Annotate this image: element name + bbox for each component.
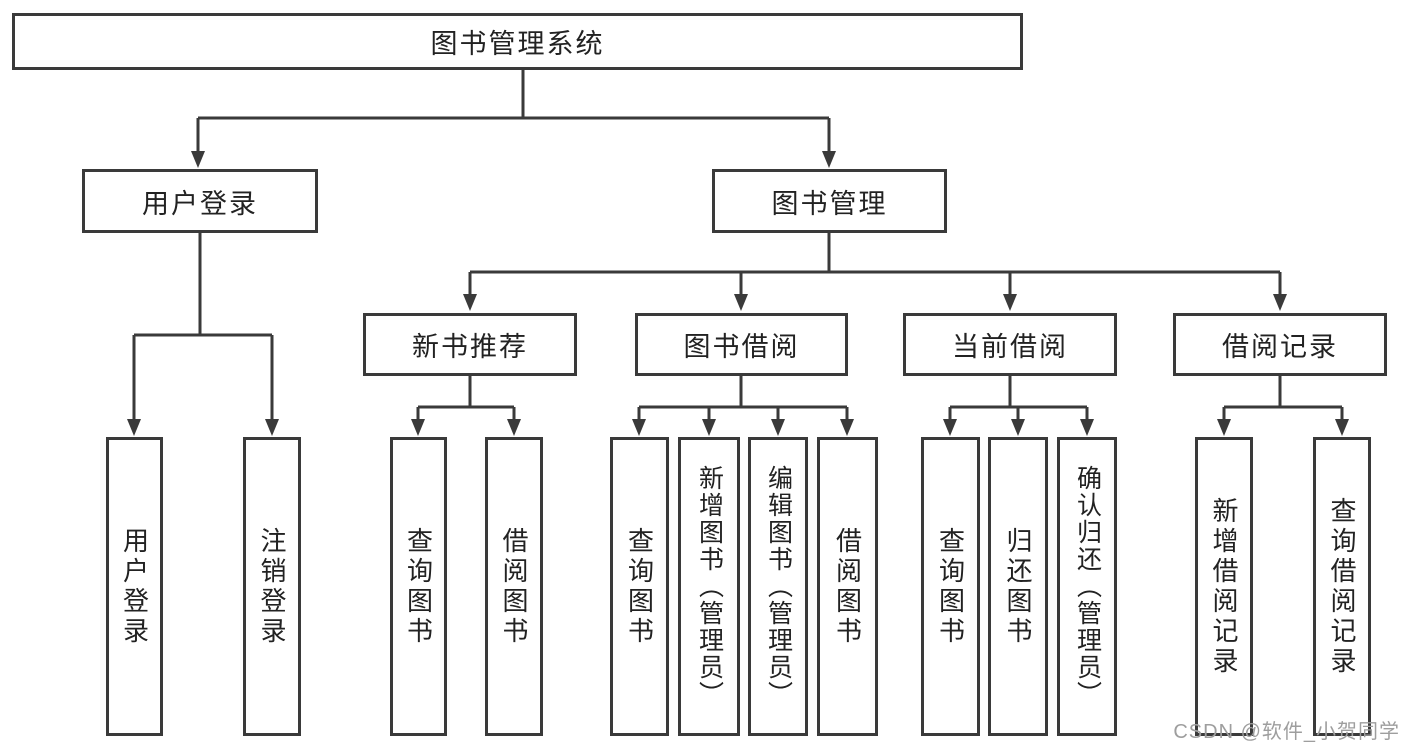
arrowheads	[127, 151, 1349, 436]
node-label: 借阅图书	[832, 526, 863, 647]
node-label: 当前借阅	[952, 332, 1068, 362]
node-add-books-admin: 新增图书（管理员）	[678, 437, 740, 736]
node-label: 查询图书	[935, 526, 966, 647]
node-logout: 注销登录	[243, 437, 301, 736]
node-label: 借阅图书	[499, 526, 529, 647]
node-label: 确认归还（管理员）	[1073, 465, 1102, 708]
node-query-books: 查询图书	[610, 437, 669, 736]
node-return-books: 归还图书	[988, 437, 1048, 736]
csdn-watermark: CSDN @软件_小贺同学	[1173, 721, 1400, 743]
node-label: 新书推荐	[412, 332, 528, 362]
node-borrowing-records: 借阅记录	[1173, 313, 1387, 376]
node-confirm-return-admin: 确认归还（管理员）	[1057, 437, 1117, 736]
node-user-login: 用户登录	[106, 437, 163, 736]
node-label: 归还图书	[1003, 526, 1033, 647]
node-label: 用户登录	[119, 526, 150, 647]
node-label: 编辑图书（管理员）	[764, 465, 793, 708]
node-label: 查询图书	[403, 526, 434, 647]
node-label: 查询图书	[624, 526, 655, 647]
node-label: 新增借阅记录	[1209, 496, 1239, 677]
node-label: 图书管理	[771, 188, 888, 219]
node-label: 注销登录	[257, 526, 287, 647]
node-label: 图书管理系统	[430, 29, 605, 59]
node-edit-books-admin: 编辑图书（管理员）	[748, 437, 808, 736]
node-book-borrowing: 图书借阅	[635, 313, 848, 376]
node-borrow-books: 借阅图书	[485, 437, 543, 736]
node-system-root: 图书管理系统	[12, 13, 1023, 70]
node-borrow-books: 借阅图书	[817, 437, 878, 736]
node-label: 查询借阅记录	[1327, 496, 1357, 677]
node-label: 借阅记录	[1222, 332, 1338, 362]
node-label: 新增图书（管理员）	[695, 465, 724, 708]
node-current-borrowing: 当前借阅	[903, 313, 1117, 376]
node-new-book-recommendation: 新书推荐	[363, 313, 577, 376]
node-user-login-module: 用户登录	[82, 169, 318, 233]
node-query-books: 查询图书	[921, 437, 980, 736]
node-book-management-module: 图书管理	[712, 169, 947, 233]
node-label: 用户登录	[142, 188, 258, 219]
node-query-borrow-record: 查询借阅记录	[1313, 437, 1371, 736]
node-add-borrow-record: 新增借阅记录	[1195, 437, 1253, 736]
node-label: 图书借阅	[683, 332, 800, 362]
node-query-books: 查询图书	[390, 437, 447, 736]
